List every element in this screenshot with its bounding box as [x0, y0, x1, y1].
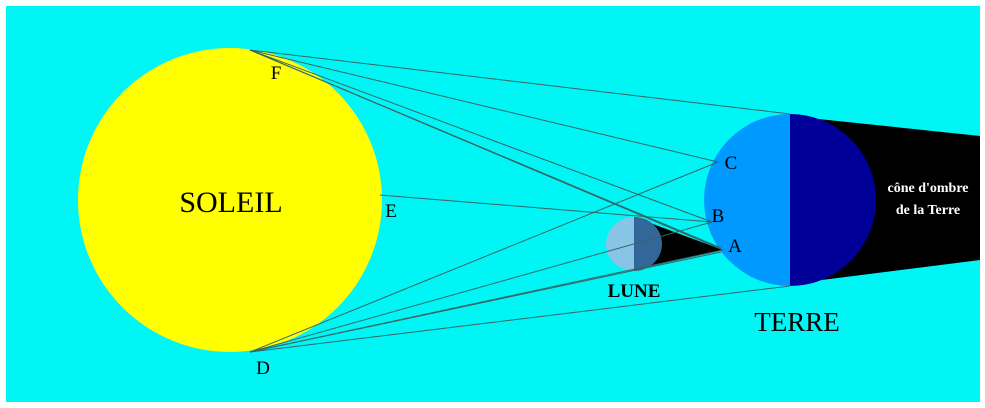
shadow-cone-label-line1: cône d'ombre [887, 181, 968, 196]
sun-disc [78, 48, 382, 352]
ray-f-earth-top [249, 49, 791, 115]
point-c-label: C [725, 153, 738, 174]
earth-label: TERRE [754, 307, 840, 337]
ray-d-b [249, 221, 713, 353]
moon-dark-half [634, 217, 662, 271]
ray-f-c [249, 49, 719, 163]
point-f-label: F [271, 63, 282, 84]
earth-lit-half [704, 114, 790, 286]
moon-lit-half [606, 217, 634, 271]
sun-label: SOLEIL [179, 186, 282, 219]
ray-f-b [249, 49, 713, 223]
point-d-label: D [256, 358, 270, 379]
ray-f-a-2 [249, 49, 722, 249]
ray-d-a-2 [249, 251, 722, 353]
point-a-label: A [728, 236, 742, 257]
moon-label: LUNE [608, 281, 661, 302]
ray-d-earth-bottom [249, 285, 791, 353]
light-rays [249, 49, 791, 353]
shadow-cone-label-line2: de la Terre [896, 203, 960, 218]
earth-dark-half [790, 114, 876, 286]
point-b-label: B [712, 206, 725, 227]
ray-d-c [249, 161, 719, 353]
ray-e-b [379, 194, 713, 223]
point-e-label: E [385, 201, 397, 222]
